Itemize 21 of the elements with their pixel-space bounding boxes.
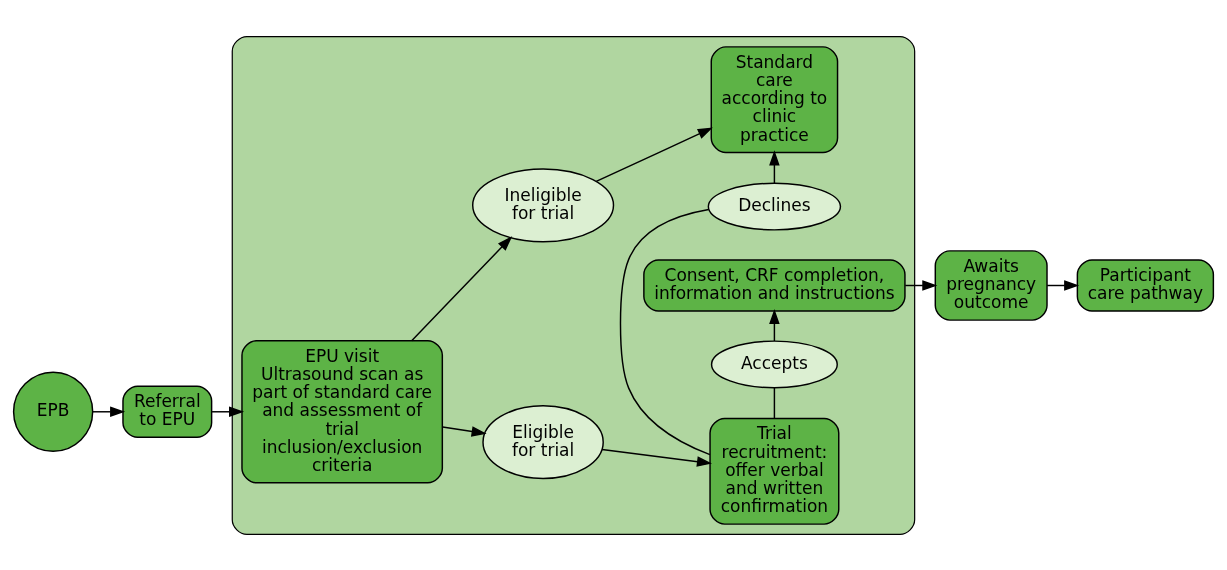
node-box: Trial recruitment: offer verbal and written confirmation xyxy=(709,417,840,525)
arrow xyxy=(211,406,245,417)
node-circle: EPB xyxy=(12,371,94,452)
connector xyxy=(619,208,711,455)
node-ellipse: Eligible for trial xyxy=(482,404,604,479)
node-ellipse: Ineligible for trial xyxy=(472,167,615,242)
arrow xyxy=(410,235,513,341)
arrow xyxy=(441,425,487,437)
arrow xyxy=(92,406,126,417)
arrow xyxy=(769,149,780,184)
arrow xyxy=(601,448,712,467)
node-box: Awaits pregnancy outcome xyxy=(934,249,1048,321)
node-ellipse: Accepts xyxy=(710,339,838,388)
connector xyxy=(773,386,776,419)
node-box: Consent, CRF completion, information and instructions xyxy=(643,258,906,312)
node-box: Referral to EPU xyxy=(122,385,213,438)
node-box: Standard care according to clinic practice xyxy=(710,45,839,153)
node-box: Participant care pathway xyxy=(1076,258,1215,312)
node-box: EPU visit Ultrasound scan as part of standard care and assessment of trial inclusion/exclusion criteria xyxy=(241,339,444,484)
node-ellipse: Declines xyxy=(707,182,842,231)
arrow xyxy=(595,127,713,182)
